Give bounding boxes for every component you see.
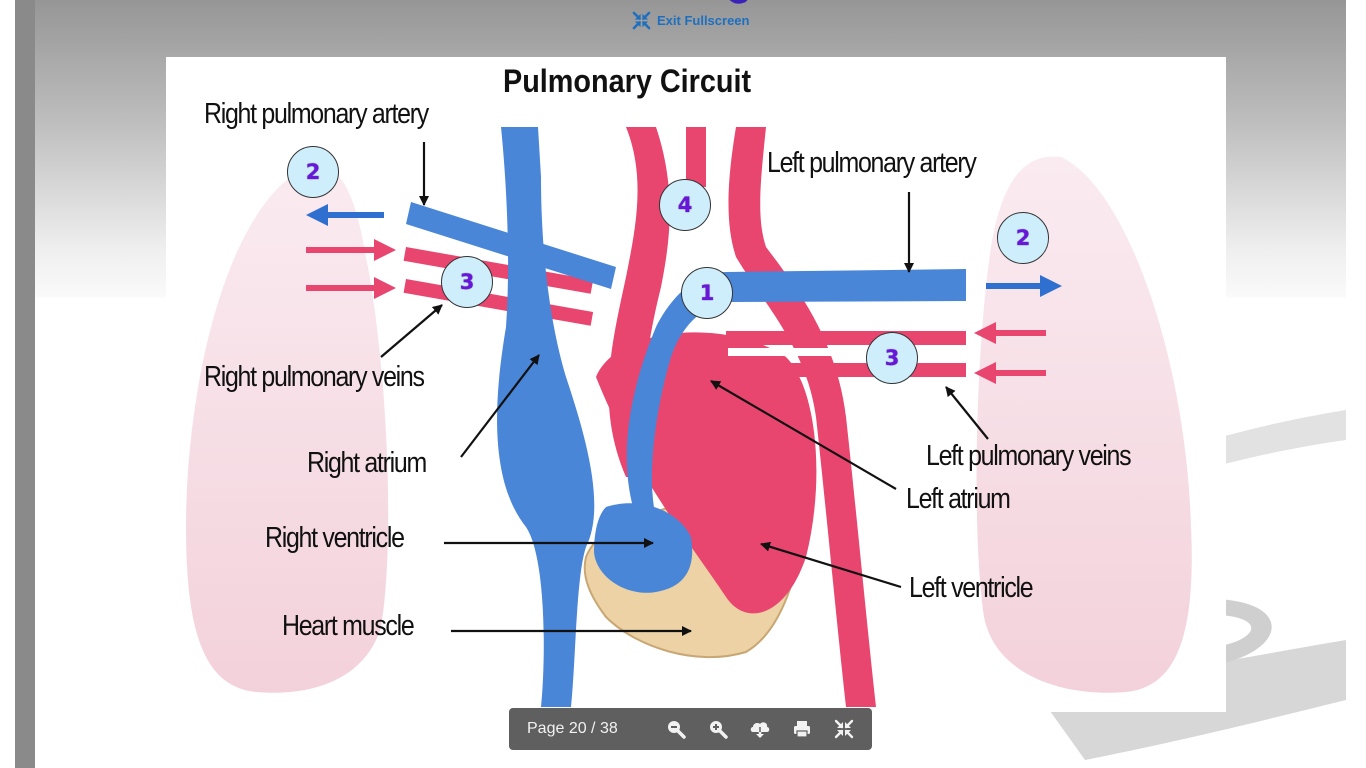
exit-fullscreen-label: Exit Fullscreen (657, 13, 750, 28)
label-right-ventricle: Right ventricle (265, 522, 405, 554)
diagram-title: Pulmonary Circuit (503, 63, 752, 99)
badge-aorta: 4 (659, 179, 711, 231)
print-button[interactable] (781, 708, 823, 750)
viewer-edge-left (15, 0, 35, 768)
pdf-viewer-toolbar: Page 20 / 38 (509, 708, 872, 750)
page-indicator: Page 20 / 38 (527, 720, 618, 737)
left-pulmonary-vein-lower (726, 363, 966, 377)
exit-fullscreen-icon (834, 719, 854, 739)
page-margin-right (1346, 0, 1366, 768)
vena-cava (497, 127, 595, 707)
print-icon (794, 721, 810, 738)
page-margin-left (0, 0, 15, 768)
label-right-atrium: Right atrium (307, 447, 427, 479)
pulmonary-circuit-diagram: Pulmonary Circuit Right pulmonary artery… (166, 57, 1226, 712)
label-left-pulmonary-artery: Left pulmonary artery (767, 147, 977, 179)
label-left-ventricle: Left ventricle (909, 572, 1034, 604)
zoom-out-icon (668, 721, 686, 739)
right-ventricle-shape (594, 503, 693, 593)
aortic-branch (686, 127, 706, 187)
right-pulmonary-artery-vessel (406, 202, 616, 289)
badge-left-pulmonary-artery: 2 (997, 212, 1049, 264)
download-icon (750, 722, 770, 738)
leader-lines (380, 142, 989, 636)
label-right-pulmonary-veins: Right pulmonary veins (204, 361, 425, 393)
exit-fullscreen-link[interactable]: Exit Fullscreen (632, 11, 749, 30)
badge-right-pulmonary-veins: 3 (441, 256, 493, 308)
exit-fullscreen-icon (632, 11, 651, 30)
download-button[interactable] (739, 708, 781, 750)
left-pulmonary-vein-upper (726, 331, 966, 345)
zoom-in-icon (710, 721, 728, 739)
label-heart-muscle: Heart muscle (282, 610, 415, 642)
pulmonary-trunk (626, 269, 966, 517)
label-left-pulmonary-veins: Left pulmonary veins (926, 440, 1132, 472)
badge-pulmonary-trunk: 1 (681, 267, 733, 319)
slide-title-fragment (729, 0, 748, 4)
zoom-in-button[interactable] (697, 708, 739, 750)
label-left-atrium: Left atrium (906, 483, 1011, 515)
left-lung (976, 156, 1192, 693)
right-lung (186, 165, 389, 693)
badge-right-pulmonary-artery: 2 (287, 146, 339, 198)
flow-arrows (306, 204, 1062, 384)
badge-left-pulmonary-veins: 3 (866, 332, 918, 384)
zoom-out-button[interactable] (655, 708, 697, 750)
exit-fullscreen-button[interactable] (823, 708, 865, 750)
heart-illustration (186, 127, 1192, 707)
label-right-pulmonary-artery: Right pulmonary artery (204, 98, 429, 130)
vein-gap (728, 348, 928, 356)
